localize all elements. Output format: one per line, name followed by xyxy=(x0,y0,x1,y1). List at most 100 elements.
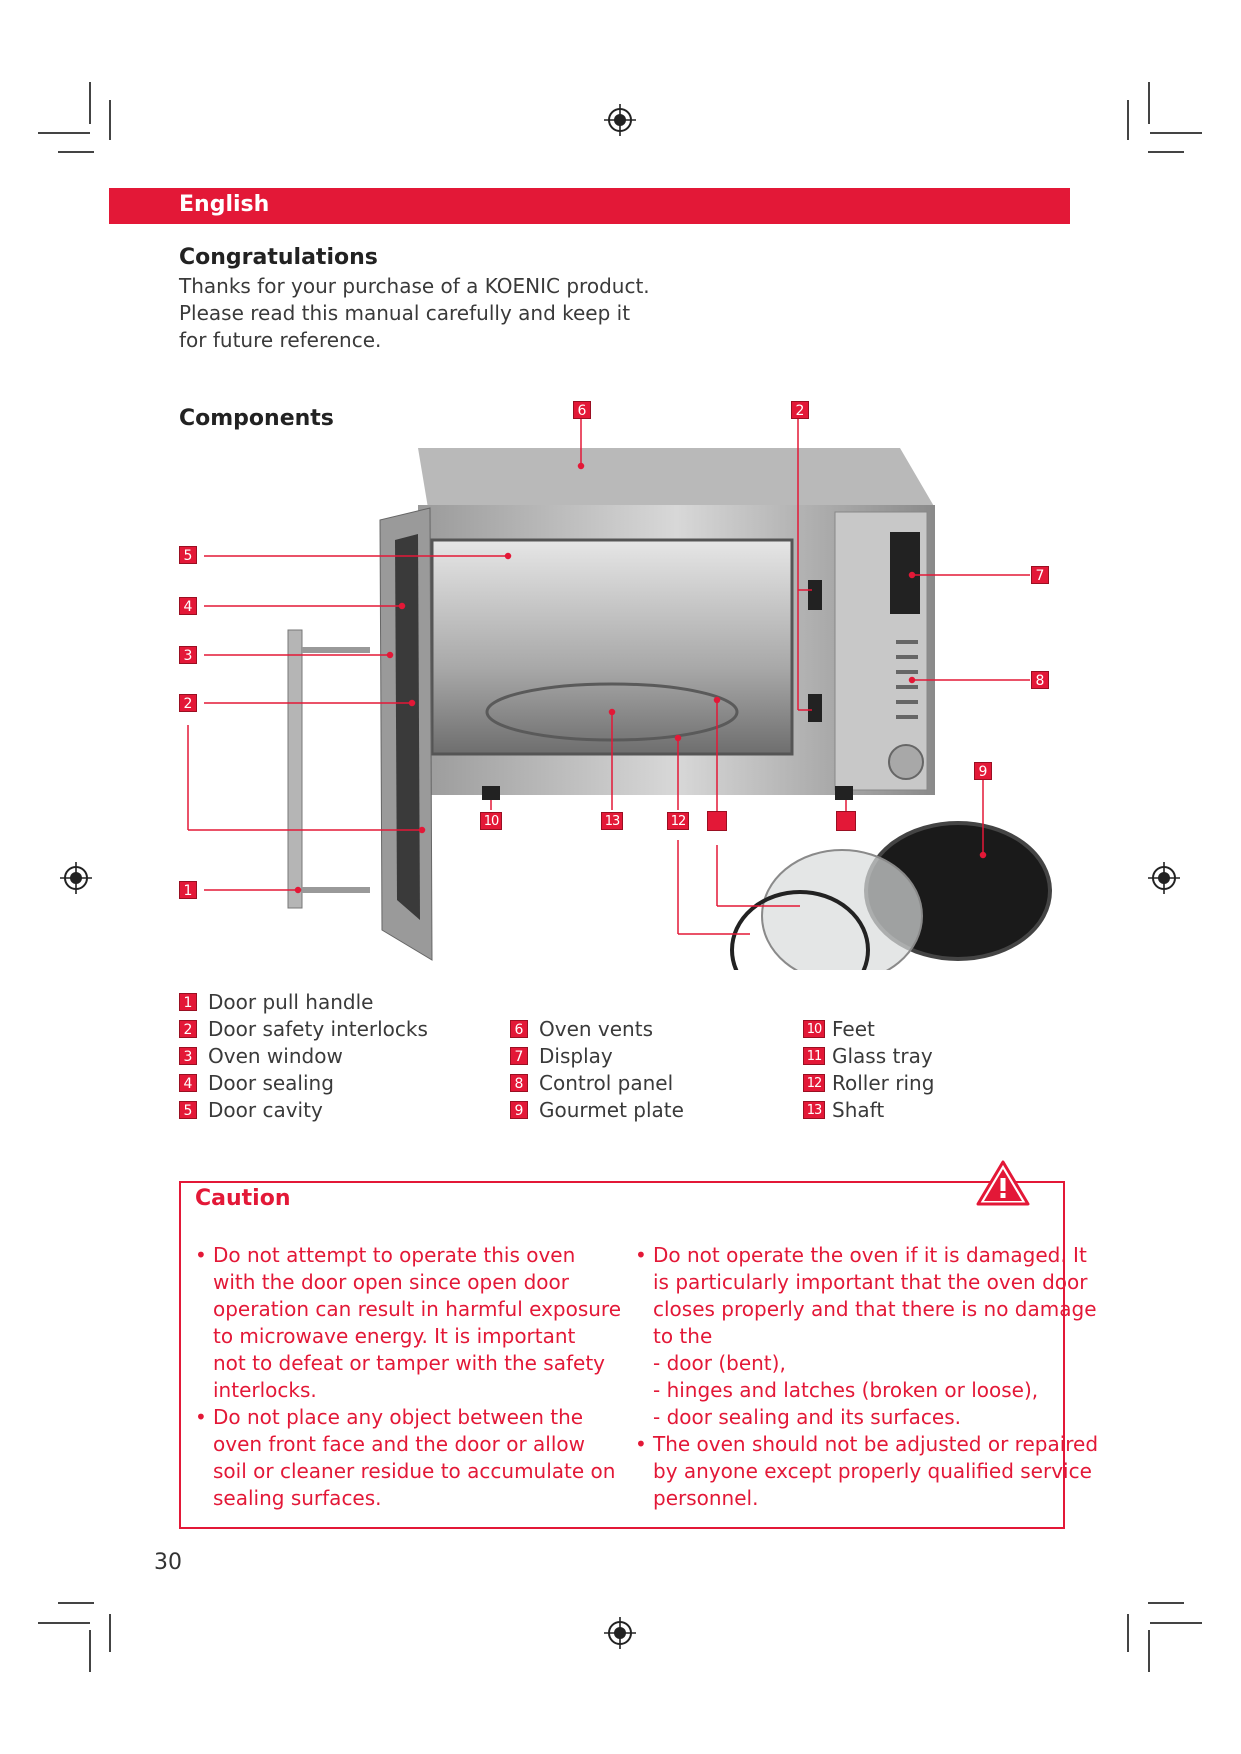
legend-label: Glass tray xyxy=(832,1044,933,1068)
legend-item: 6 Oven vents xyxy=(510,1017,760,1044)
callout-door-cavity: 5 xyxy=(179,546,197,564)
legend-number: 5 xyxy=(179,1101,197,1119)
callout-shaft: 13 xyxy=(601,812,623,830)
legend-item: 12 Roller ring xyxy=(803,1071,1023,1098)
caution-text-line: with the door open since open door xyxy=(213,1270,569,1294)
caution-text-line: not to defeat or tamper with the safety xyxy=(213,1351,605,1375)
legend-number: 7 xyxy=(510,1047,528,1065)
callout-door-safety-interlocks-left: 2 xyxy=(179,694,197,712)
caution-text-line: •Do not attempt to operate this oven xyxy=(195,1243,576,1267)
caution-text-line: •Do not operate the oven if it is damage… xyxy=(635,1243,1087,1267)
intro-line: for future reference. xyxy=(179,328,382,352)
callout-door-safety-interlocks: 2 xyxy=(791,401,809,419)
callout-display: 7 xyxy=(1031,566,1049,584)
intro-line: Thanks for your purchase of a KOENIC pro… xyxy=(179,274,650,298)
components-title: Components xyxy=(179,406,334,431)
caution-text-line: - door sealing and its surfaces. xyxy=(653,1405,961,1429)
legend-item: 5 Door cavity xyxy=(179,1098,479,1125)
bullet-icon: • xyxy=(635,1243,647,1267)
roller-ring-illustration xyxy=(730,890,870,970)
caution-text-line: by anyone except properly qualified serv… xyxy=(653,1459,1092,1483)
legend-label: Display xyxy=(539,1044,613,1068)
display-illustration xyxy=(890,532,920,614)
bullet-icon: • xyxy=(195,1405,207,1429)
caution-left-column: •Do not attempt to operate this oven wit… xyxy=(195,1242,622,1512)
legend-number: 11 xyxy=(803,1047,825,1065)
legend-item: 11 Glass tray xyxy=(803,1044,1023,1071)
legend-label: Oven vents xyxy=(539,1017,653,1041)
bullet-icon: • xyxy=(195,1243,207,1267)
legend-item: 3 Oven window xyxy=(179,1044,479,1071)
callout-door-sealing: 4 xyxy=(179,597,197,615)
legend-column-3: 10 Feet 11 Glass tray 12 Roller ring 13 Shaf… xyxy=(803,1017,1023,1125)
callout-glass-tray-marker xyxy=(707,811,727,831)
bullet-icon: • xyxy=(635,1432,647,1456)
leader-lines xyxy=(187,418,1030,935)
caution-text-line: is particularly important that the oven … xyxy=(653,1270,1088,1294)
registration-mark-icon xyxy=(1148,862,1180,894)
callout-control-panel: 8 xyxy=(1031,671,1049,689)
caution-text-line: soil or cleaner residue to accumulate on xyxy=(213,1459,616,1483)
callout-oven-window: 3 xyxy=(179,646,197,664)
caution-text-line: - hinges and latches (broken or loose), xyxy=(653,1378,1039,1402)
intro-title: Congratulations xyxy=(179,245,378,270)
control-buttons xyxy=(896,640,918,719)
caution-text-line: oven front face and the door or allow xyxy=(213,1432,585,1456)
legend-item: 2 Door safety interlocks xyxy=(179,1017,479,1044)
oven-top xyxy=(418,448,935,508)
legend-number: 1 xyxy=(179,993,197,1011)
legend-label: Gourmet plate xyxy=(539,1098,684,1122)
caution-right-column: •Do not operate the oven if it is damage… xyxy=(635,1242,1099,1512)
callout-door-pull-handle: 1 xyxy=(179,881,197,899)
caution-text-line: •The oven should not be adjusted or repa… xyxy=(635,1432,1099,1456)
callout-feet-marker xyxy=(836,811,856,831)
caution-title: Caution xyxy=(195,1186,291,1211)
callout-feet: 10 xyxy=(480,812,502,830)
legend-number: 13 xyxy=(803,1101,825,1119)
legend-label: Door pull handle xyxy=(208,990,374,1014)
caution-box xyxy=(179,1181,1065,1529)
legend-item: 1 Door pull handle xyxy=(179,990,479,1017)
registration-mark-icon xyxy=(604,1617,636,1649)
legend-number: 6 xyxy=(510,1020,528,1038)
caution-text-line: to the xyxy=(653,1324,713,1348)
legend-label: Roller ring xyxy=(832,1071,935,1095)
registration-mark-icon xyxy=(60,862,92,894)
legend-item: 7 Display xyxy=(510,1044,760,1071)
callout-roller-ring: 12 xyxy=(667,812,689,830)
caution-text-line: sealing surfaces. xyxy=(213,1486,382,1510)
intro-text: Thanks for your purchase of a KOENIC pro… xyxy=(179,273,650,354)
language-header-bar: English xyxy=(109,188,1070,224)
caution-text-line: to microwave energy. It is important xyxy=(213,1324,576,1348)
caution-text-line: closes properly and that there is no dam… xyxy=(653,1297,1097,1321)
legend-number: 2 xyxy=(179,1020,197,1038)
legend-label: Door cavity xyxy=(208,1098,323,1122)
legend-item: 10 Feet xyxy=(803,1017,1023,1044)
caution-text-line: personnel. xyxy=(653,1486,759,1510)
legend-label: Door safety interlocks xyxy=(208,1017,428,1041)
legend-label: Oven window xyxy=(208,1044,343,1068)
caution-text-line: interlocks. xyxy=(213,1378,317,1402)
warning-triangle-icon xyxy=(976,1160,1030,1206)
legend-label: Feet xyxy=(832,1017,875,1041)
control-knob xyxy=(888,744,924,780)
legend-label: Shaft xyxy=(832,1098,885,1122)
legend-column-1: 1 Door pull handle 2 Door safety interlock… xyxy=(179,990,479,1125)
callout-oven-vents: 6 xyxy=(573,401,591,419)
legend-number: 4 xyxy=(179,1074,197,1092)
door-handle-illustration xyxy=(287,629,303,909)
legend-number: 8 xyxy=(510,1074,528,1092)
page-number: 30 xyxy=(154,1550,182,1575)
callout-gourmet-plate: 9 xyxy=(974,762,992,780)
caution-text-line: operation can result in harmful exposure xyxy=(213,1297,622,1321)
registration-mark-icon xyxy=(604,104,636,136)
caution-text-line: •Do not place any object between the xyxy=(195,1405,584,1429)
language-label: English xyxy=(179,192,270,217)
legend-label: Door sealing xyxy=(208,1071,334,1095)
caution-text-line: - door (bent), xyxy=(653,1351,786,1375)
legend-number: 3 xyxy=(179,1047,197,1065)
legend-number: 12 xyxy=(803,1074,825,1092)
legend-number: 10 xyxy=(803,1020,825,1038)
